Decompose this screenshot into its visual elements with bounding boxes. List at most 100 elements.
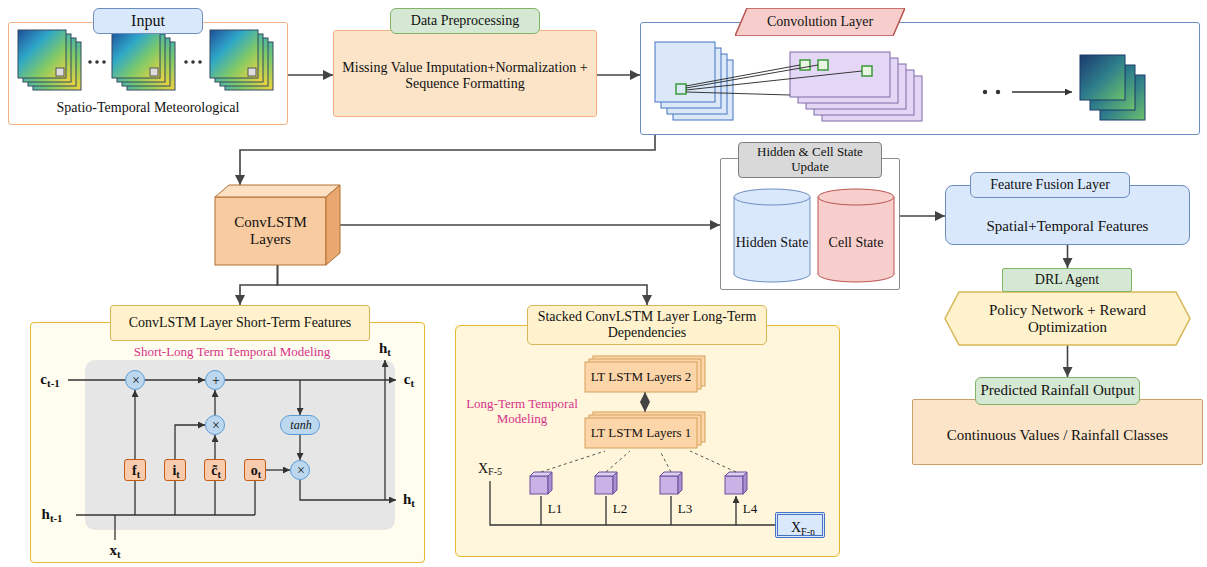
node-heading: Convolution Layer [767,14,873,30]
symbol: h [42,506,50,522]
node-text: ConvLSTM Layers [217,214,324,249]
text-area: XF-n [778,515,828,541]
symbol-label: L4 [743,502,757,517]
symbol: X [791,520,801,535]
node-text: × [212,418,220,434]
symbol: c [404,371,411,387]
connector [266,469,290,470]
text-area: × [206,416,226,436]
node-text: Spatio-Temporal Meteorological [57,100,240,116]
drawing-part [790,52,890,97]
drawing-part [85,360,395,530]
hidden-state-cylinder: Hidden State [733,188,811,283]
node-text: Spatial+Temporal Features [987,218,1149,235]
node-text: Missing Value Imputation+Normalization +… [341,60,589,92]
cube-front [215,197,326,265]
cylinder-body [734,197,810,274]
drawing-part [676,84,686,94]
symbol: i [172,463,176,478]
node-text: + [212,373,220,389]
heading-box: Stacked ConvLSTM Layer Long-Term Depende… [527,305,767,345]
subscript: t [387,346,391,358]
cylinder-top [734,189,810,205]
annotation-label: Long-Term Temporal Modeling [463,397,581,427]
symbol-label: L2 [613,502,627,517]
drawing-part [800,60,810,70]
preprocessing-box: Data PreprocessingMissing Value Imputati… [333,8,597,117]
subscript: t [258,468,261,479]
drawing-part [76,514,255,515]
drawing-part [299,380,300,415]
text-area: Hidden State [733,212,811,274]
node-heading: DRL Agent [1035,272,1099,288]
heading-box: Feature Fusion Layer [970,172,1130,198]
heading-box: DRL Agent [1002,268,1132,292]
connector [175,425,205,459]
node-text: LT LSTM Layers 1 [591,426,692,441]
drawing-part [541,496,736,525]
subscript: F-n [801,525,815,536]
drawing-part [541,451,736,472]
symbol-label: ct-1 [40,371,59,388]
text-area: × [291,461,311,481]
node-text: × [297,463,305,479]
connector [134,390,135,459]
drawing-part [818,60,828,70]
heading-box: Hidden & Cell State Update [738,142,882,178]
symbol-label: L3 [678,502,692,517]
connector [1067,245,1069,268]
convolution-illustration [655,42,1145,121]
convolution-panel: Convolution Layer [640,8,1200,135]
symbol: f [132,463,137,478]
node-text: Hidden State [736,235,809,251]
drawing-part [983,90,987,94]
connector [299,435,300,460]
tanh-node: tanh [280,415,320,435]
symbol: X [478,461,488,476]
drawing-part [210,30,273,90]
node-text: it [172,463,179,479]
long-term-inputs [490,451,775,525]
cylinder-body [818,197,894,274]
node-heading: Hidden & Cell State Update [741,145,879,175]
long-term-panel: Stacked ConvLSTM Layer Long-Term Depende… [455,305,840,557]
cylinder-sides [734,197,810,274]
hexagon [945,292,1190,345]
symbol: o [251,463,258,478]
node-text: ot [251,463,261,479]
node-text: Continuous Values / Rainfall Classes [947,427,1168,444]
annotation-label: Short-Long Term Temporal Modeling [134,345,331,360]
panel-ground [30,322,425,563]
panel-ground [455,325,840,557]
drawing-part [384,360,385,500]
subscript: t [137,468,140,479]
symbol: c [40,371,47,387]
parallelogram-shape [735,8,905,36]
text-area: ft [125,460,147,482]
node-text: LT LSTM Layers 2 [591,370,692,385]
symbol-label: L1 [548,502,562,517]
multiply-node: × [205,415,225,435]
connector [240,265,278,305]
subscript: t [117,548,121,560]
drawing-part [18,30,81,90]
cell-state-cylinder: Cell State [817,188,895,283]
subscript: t-1 [47,377,60,389]
node-text: × [132,373,140,389]
symbol: h [379,340,387,356]
drawing-part [225,379,396,380]
subscript: t-1 [50,512,63,524]
fusion-box: Feature Fusion LayerSpatial+Temporal Fea… [945,172,1190,245]
text-area: Spatial+Temporal Features [945,210,1190,244]
heading-box: ConvLSTM Layer Short-Term Features [110,305,370,341]
node-text: XF-n [791,520,815,536]
lstm-cell-lines [68,360,396,540]
connector [240,135,655,185]
node-text: ft [132,463,140,479]
cylinder-top [818,189,894,205]
drawing-part [114,515,115,540]
text-area: Cell State [817,212,895,274]
connector [214,390,215,415]
symbol: x [109,542,117,558]
